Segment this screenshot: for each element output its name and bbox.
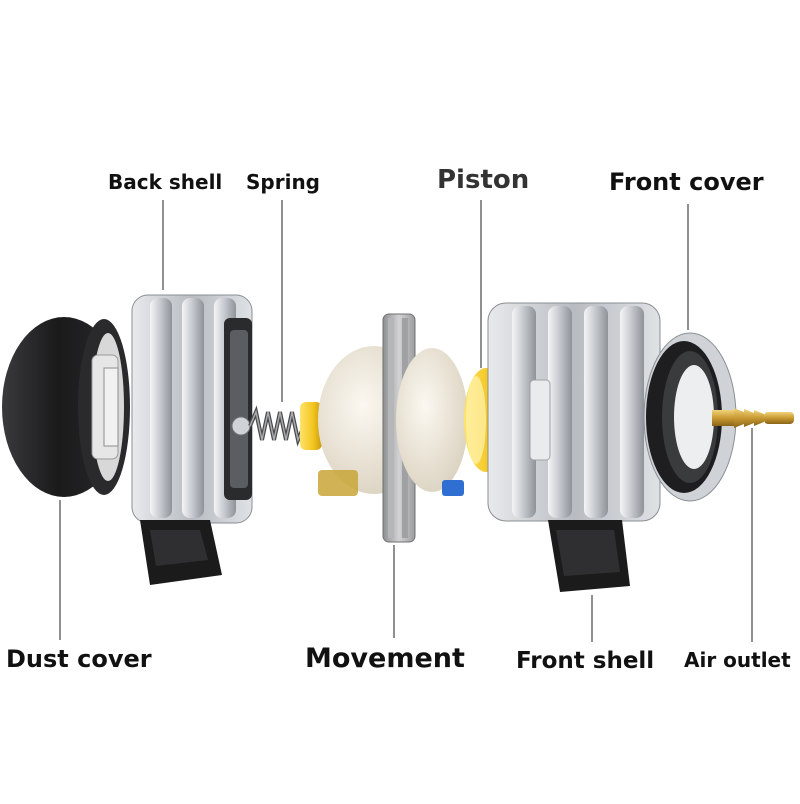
back-shell-part bbox=[131, 294, 253, 585]
label-front-cover: Front cover bbox=[609, 168, 764, 196]
label-dust-cover: Dust cover bbox=[6, 645, 152, 673]
label-front-shell: Front shell bbox=[516, 648, 655, 674]
leader-lines bbox=[59, 200, 753, 642]
front-cover-part bbox=[643, 332, 737, 502]
label-air-outlet: Air outlet bbox=[684, 648, 791, 672]
label-movement: Movement bbox=[305, 643, 465, 674]
front-shell-part bbox=[487, 302, 661, 592]
air-outlet-part bbox=[712, 408, 794, 428]
label-piston: Piston bbox=[437, 165, 530, 195]
spring-part bbox=[231, 402, 322, 450]
label-back-shell: Back shell bbox=[108, 170, 223, 194]
movement-part bbox=[318, 313, 468, 543]
dust-cover-part bbox=[2, 317, 130, 497]
label-spring: Spring bbox=[246, 170, 320, 194]
